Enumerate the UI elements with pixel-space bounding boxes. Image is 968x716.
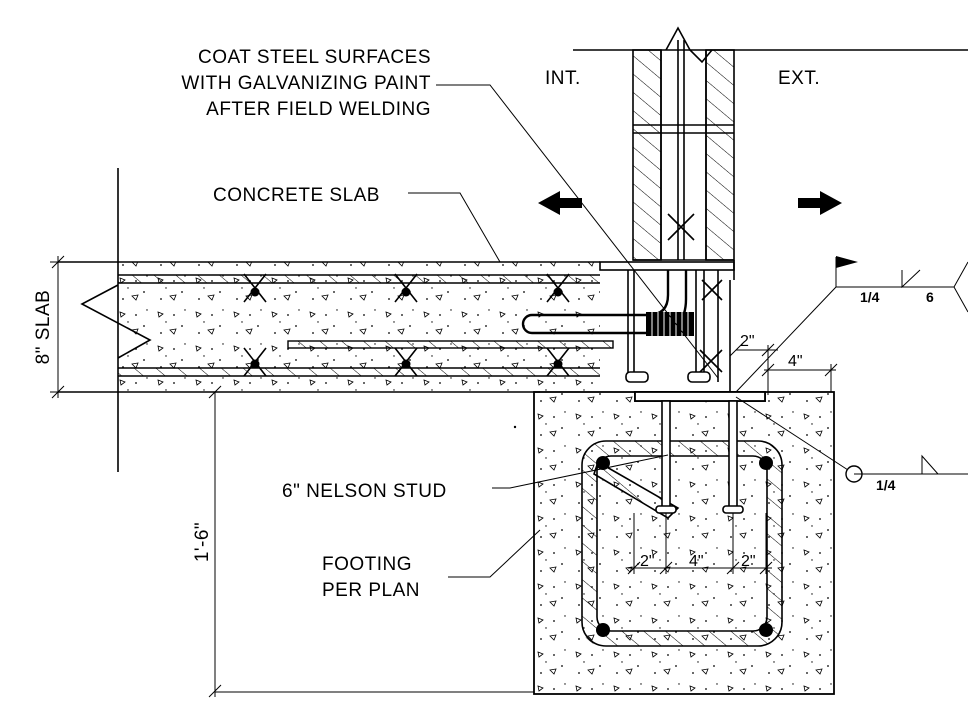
- coat-note-line-2: WITH GALVANIZING PAINT: [181, 73, 431, 94]
- footing-label-line-2: PER PLAN: [322, 580, 420, 601]
- dimensions: [50, 255, 838, 698]
- weld-upper-length: 6: [926, 289, 934, 305]
- interior-label: INT.: [545, 68, 581, 89]
- dim-2-upper: 2": [740, 333, 755, 350]
- coat-note-line-1: COAT STEEL SURFACES: [198, 47, 431, 68]
- dim-2-lower-left: 2": [640, 553, 655, 570]
- footing: [513, 391, 835, 695]
- interior-arrow-icon: [538, 191, 582, 215]
- concrete-slab-label: CONCRETE SLAB: [213, 185, 380, 206]
- weld-lower-size: 1/4: [876, 477, 896, 493]
- dim-2-lower-right: 2": [741, 553, 756, 570]
- weld-symbol-upper: [735, 256, 968, 393]
- wall: [573, 26, 968, 261]
- coat-note-line-3: AFTER FIELD WELDING: [206, 99, 431, 120]
- weld-symbol-lower: [735, 396, 968, 483]
- weld-upper-size: 1/4: [860, 289, 880, 305]
- concrete-slab: [58, 168, 614, 472]
- exterior-label: EXT.: [778, 68, 820, 89]
- annotation-text: COAT STEEL SURFACES WITH GALVANIZING PAI…: [33, 47, 934, 601]
- nelson-stud-label: 6" NELSON STUD: [282, 481, 447, 502]
- footing-depth-label: 1'-6": [192, 522, 213, 562]
- leaders: [408, 84, 842, 578]
- dim-4-lower: 4": [689, 553, 704, 570]
- slab-thickness-label: 8" SLAB: [33, 290, 54, 365]
- exterior-arrow-icon: [798, 191, 842, 215]
- footing-label-line-1: FOOTING: [322, 554, 412, 575]
- field-weld-flag-icon: [836, 256, 858, 268]
- dim-4-upper: 4": [788, 353, 803, 370]
